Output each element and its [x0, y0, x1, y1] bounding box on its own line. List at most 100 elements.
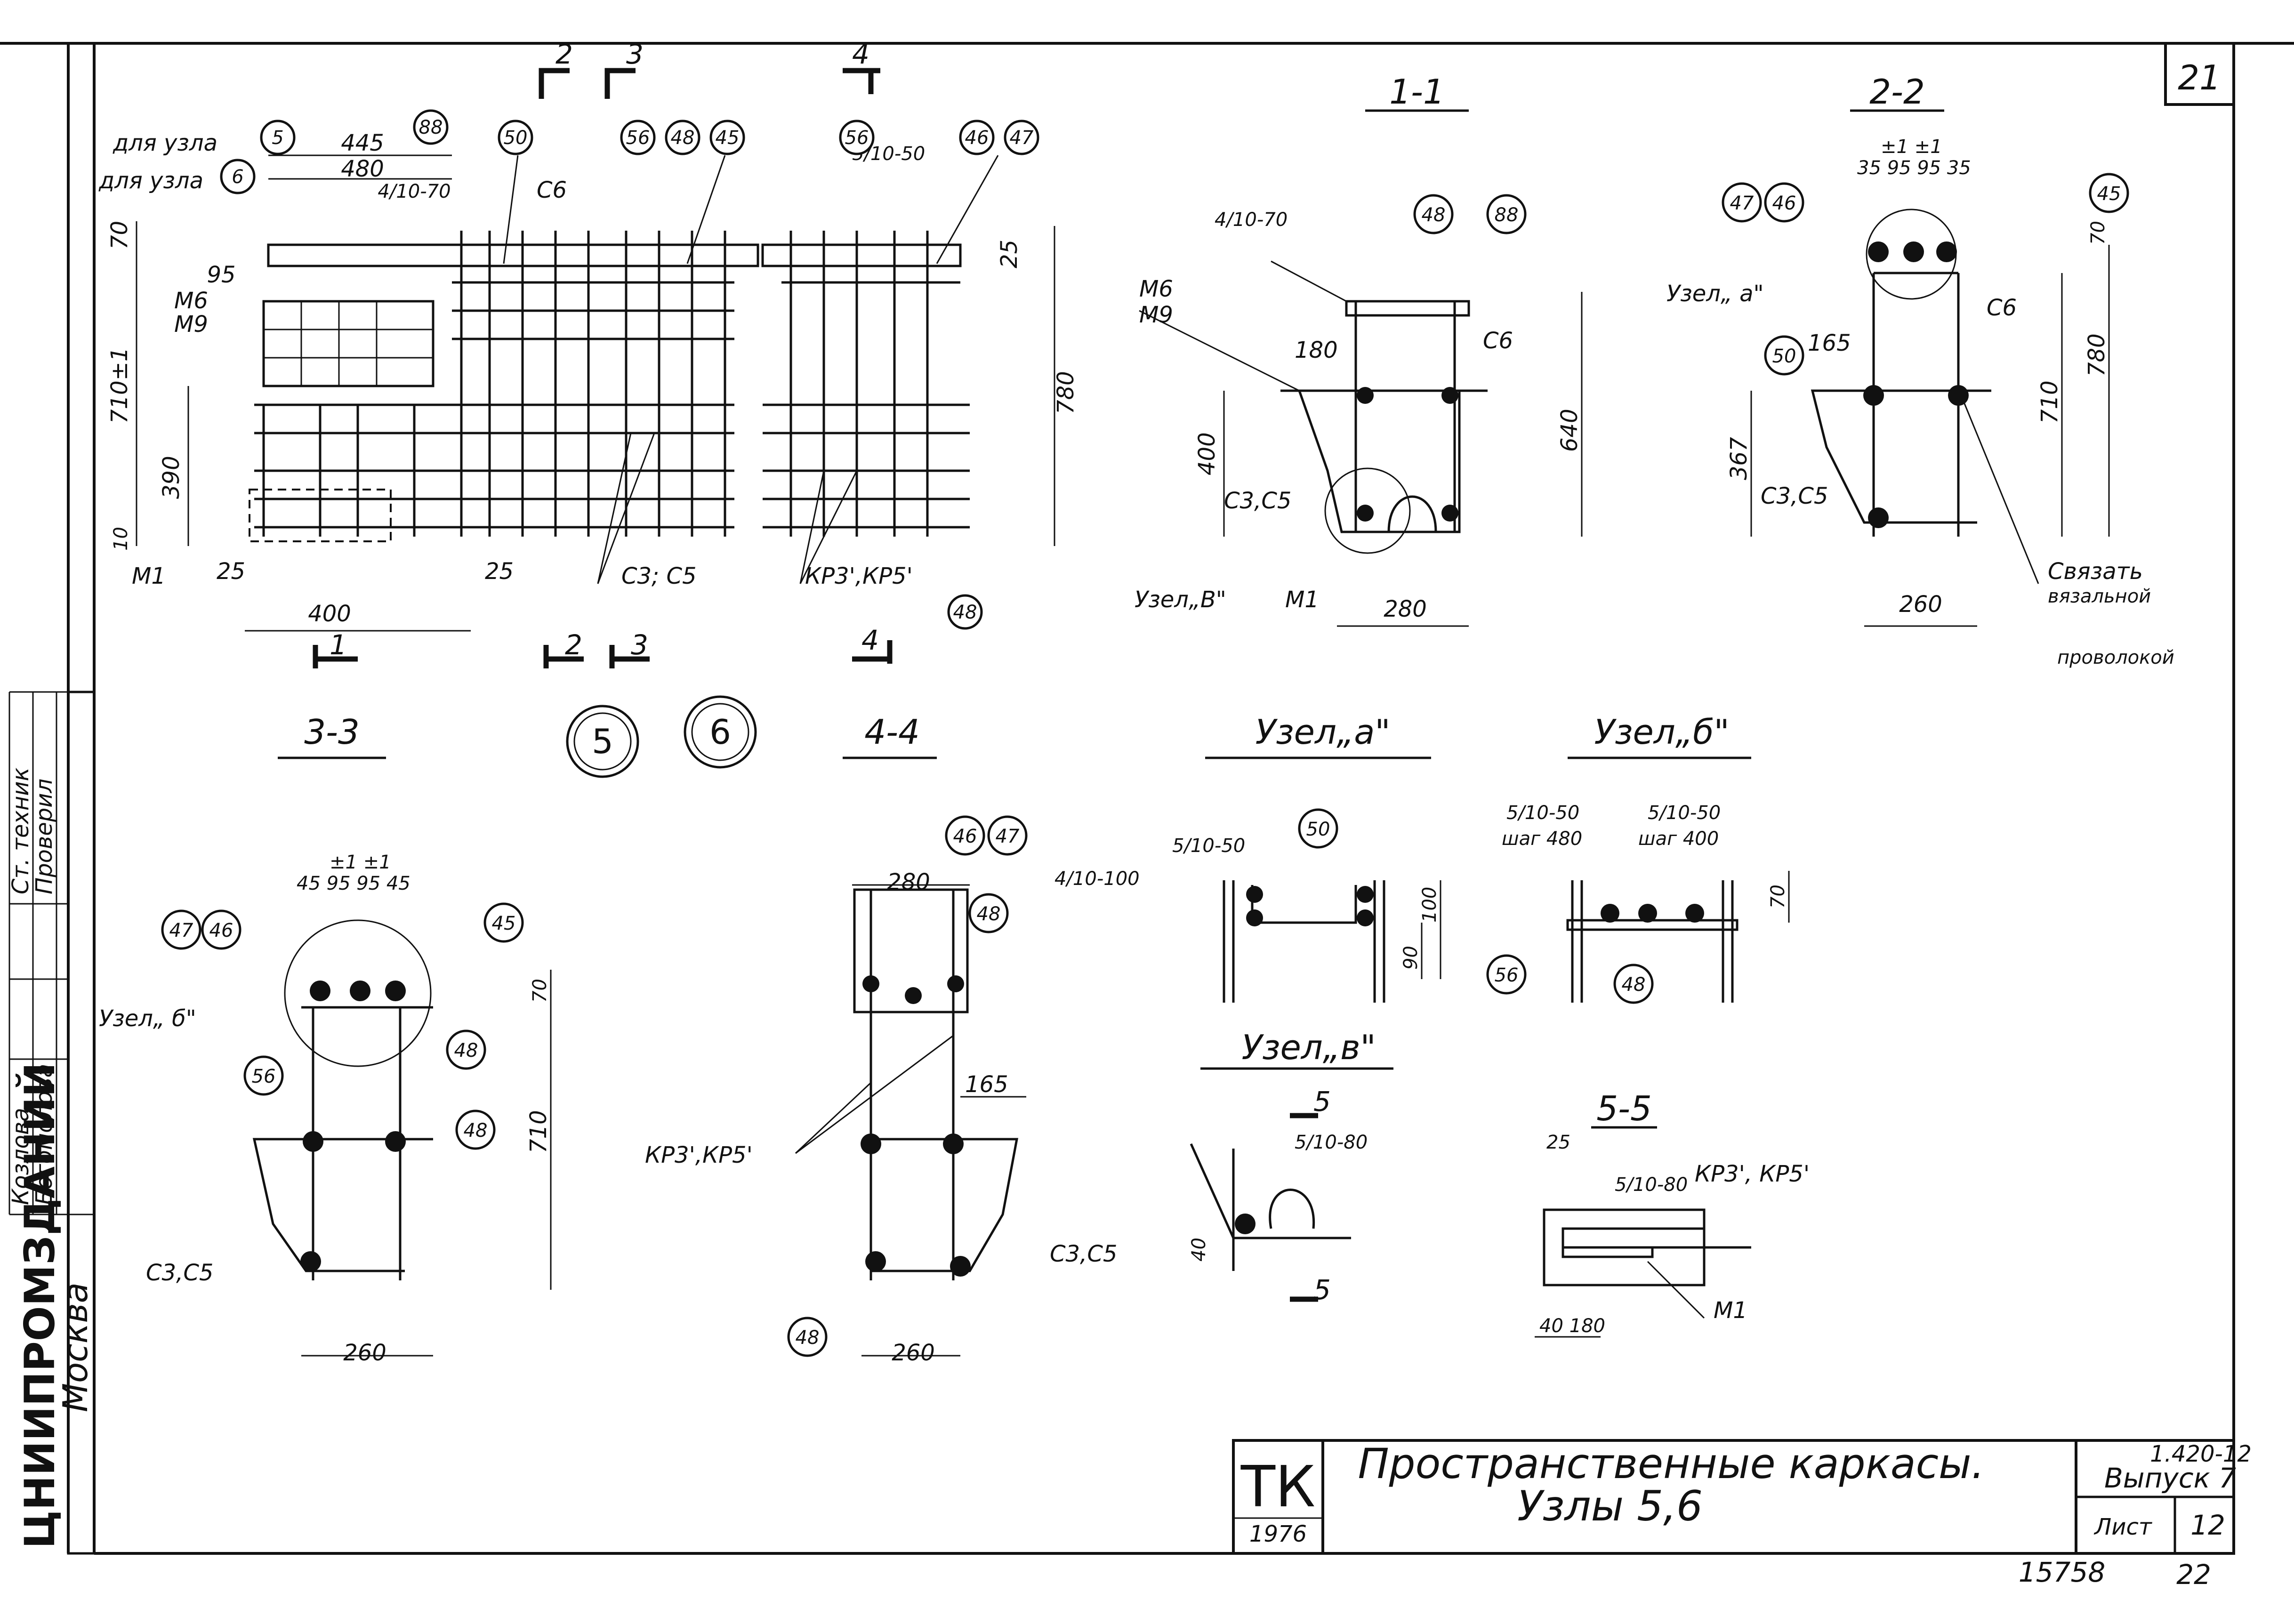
- s22-node-a: Узел„ а": [1666, 281, 1764, 307]
- elev-dim-70: 70: [106, 221, 133, 249]
- elev-dim-25a: 25: [217, 558, 245, 585]
- s33-bubble-47: 47: [169, 920, 193, 941]
- sheet-label: Лист: [2093, 1514, 2153, 1540]
- s44-c3c5: С3,С5: [1050, 1241, 1117, 1267]
- elev-dim-400: 400: [308, 601, 351, 627]
- cut-3-bottom: 3: [631, 629, 648, 661]
- s33-dim-260: 260: [343, 1340, 386, 1366]
- s22-bubble-47: 47: [1730, 193, 1754, 214]
- s33-node-b: Узел„ б": [99, 1005, 196, 1032]
- node-a-dim-90: 90: [1400, 946, 1422, 970]
- node-a-dim-100: 100: [1419, 887, 1441, 923]
- section-1-1: [1139, 109, 1583, 627]
- s55-dim-25: 25: [1546, 1132, 1570, 1153]
- elev-m1: М1: [132, 563, 166, 589]
- s44-dim-165: 165: [965, 1071, 1008, 1098]
- elev-dim-25b: 25: [485, 558, 514, 585]
- title-line-2: Узлы 5,6: [1517, 1482, 1703, 1530]
- side-stamp: [8, 691, 96, 1555]
- elevation-drawing: [136, 154, 1055, 632]
- node-v-cut-5-bottom: 5: [1313, 1274, 1331, 1306]
- s55-kp: КР3', КР5': [1695, 1161, 1810, 1187]
- s22-dim-260: 260: [1899, 591, 1942, 618]
- s11-weld: 4/10-70: [1215, 209, 1288, 231]
- elev-c6: С6: [537, 177, 567, 203]
- section-3-3-label: 3-3: [304, 712, 360, 752]
- node-b-step1: шаг 480: [1502, 828, 1582, 850]
- s11-dim-280: 280: [1384, 596, 1427, 622]
- s22-bubble-50: 50: [1772, 346, 1796, 367]
- s44-bubble-48: 48: [977, 903, 1001, 925]
- node-b-step2: шаг 400: [1638, 828, 1719, 850]
- s33-dim-710: 710: [525, 1110, 552, 1153]
- cut-3-top: 3: [626, 38, 644, 70]
- s22-dim-367: 367: [1726, 437, 1752, 480]
- s22-bubble-45: 45: [2097, 183, 2121, 205]
- section-5-5-label: 5-5: [1596, 1089, 1652, 1128]
- s11-m9: М9: [1139, 302, 1173, 328]
- s22-c6: С6: [1987, 295, 2017, 321]
- s22-dim-165: 165: [1808, 330, 1851, 356]
- elev-for-node-5: для узла: [113, 130, 217, 156]
- s44-bubble-47: 47: [996, 826, 1020, 847]
- elev-dim-480: 480: [341, 156, 384, 182]
- node-a-bubble-50: 50: [1306, 819, 1330, 840]
- cut-marks: [313, 68, 893, 668]
- elev-m6: М6: [174, 288, 208, 314]
- bubble-46: 46: [965, 127, 989, 149]
- s55-dims-bottom: 40 180: [1539, 1315, 1605, 1337]
- node-a-detail: [1205, 756, 1441, 1003]
- section-2-2: [1750, 109, 2110, 627]
- stamp-tk: ТК: [1240, 1455, 1316, 1520]
- section-3-3: [252, 756, 552, 1357]
- bubble-48: 48: [671, 127, 695, 149]
- elev-for-node-6: для узла: [98, 168, 203, 194]
- section-5-5: [1535, 1126, 1751, 1338]
- cut-2-top: 2: [555, 38, 573, 70]
- bubble-56: 56: [626, 127, 650, 149]
- s33-dims-top: 45 95 95 45: [297, 873, 411, 894]
- elev-dim-780: 780: [1053, 371, 1079, 414]
- stamp-city: Москва: [56, 1282, 95, 1412]
- s11-m1: М1: [1285, 587, 1319, 613]
- elev-kp: КР3',КР5': [805, 563, 913, 589]
- elev-dim-710: 710±1: [106, 347, 133, 424]
- node-6-label: 6: [709, 712, 731, 752]
- s22-note-1: Связать: [2048, 558, 2143, 585]
- s55-m1: М1: [1714, 1297, 1747, 1324]
- s44-kp: КР3',КР5': [645, 1142, 753, 1168]
- leaders-elevation: [503, 155, 999, 584]
- stamp-role-1: Ст. техник: [8, 768, 34, 894]
- s33-dim-70: 70: [529, 979, 551, 1003]
- bubble-5: 5: [272, 127, 283, 149]
- s11-m6: М6: [1139, 276, 1173, 302]
- node-5-circle: [566, 705, 639, 778]
- node-a-weld1: 5/10-50: [1172, 835, 1245, 857]
- elev-dim-25c: 25: [996, 240, 1022, 268]
- node-v-weld: 5/10-80: [1295, 1132, 1368, 1153]
- cut-4-bottom: 4: [861, 624, 879, 656]
- s22-dim-710: 710: [2036, 380, 2063, 424]
- s22-tol: ±1 ±1: [1881, 136, 1942, 158]
- section-4-4: [795, 756, 1026, 1357]
- node-b-weld2: 5/10-50: [1648, 802, 1721, 824]
- series-code: 1.420-12: [2150, 1441, 2252, 1467]
- s11-bubble-48: 48: [1422, 204, 1446, 226]
- stamp-name-1: Козлова: [8, 1108, 34, 1205]
- node-b-bubble-48: 48: [1622, 974, 1646, 996]
- sheet-number-bottom: 22: [2176, 1559, 2211, 1591]
- s33-bubble-56: 56: [252, 1066, 276, 1087]
- node-b-dim-70: 70: [1767, 884, 1789, 908]
- s11-dim-400: 400: [1194, 432, 1220, 475]
- title-line-1: Пространственные каркасы.: [1358, 1439, 1985, 1488]
- cut-2-bottom: 2: [565, 629, 582, 661]
- bubble-47: 47: [1010, 127, 1034, 149]
- s22-note-3: проволокой: [2057, 647, 2174, 668]
- elev-bubbles: [220, 109, 1039, 630]
- node-5-label: 5: [592, 722, 613, 761]
- s22-dim-780: 780: [2084, 333, 2110, 377]
- title-block: [1232, 1439, 2235, 1555]
- s11-c6: С6: [1483, 328, 1513, 354]
- elev-dim-95: 95: [207, 262, 235, 288]
